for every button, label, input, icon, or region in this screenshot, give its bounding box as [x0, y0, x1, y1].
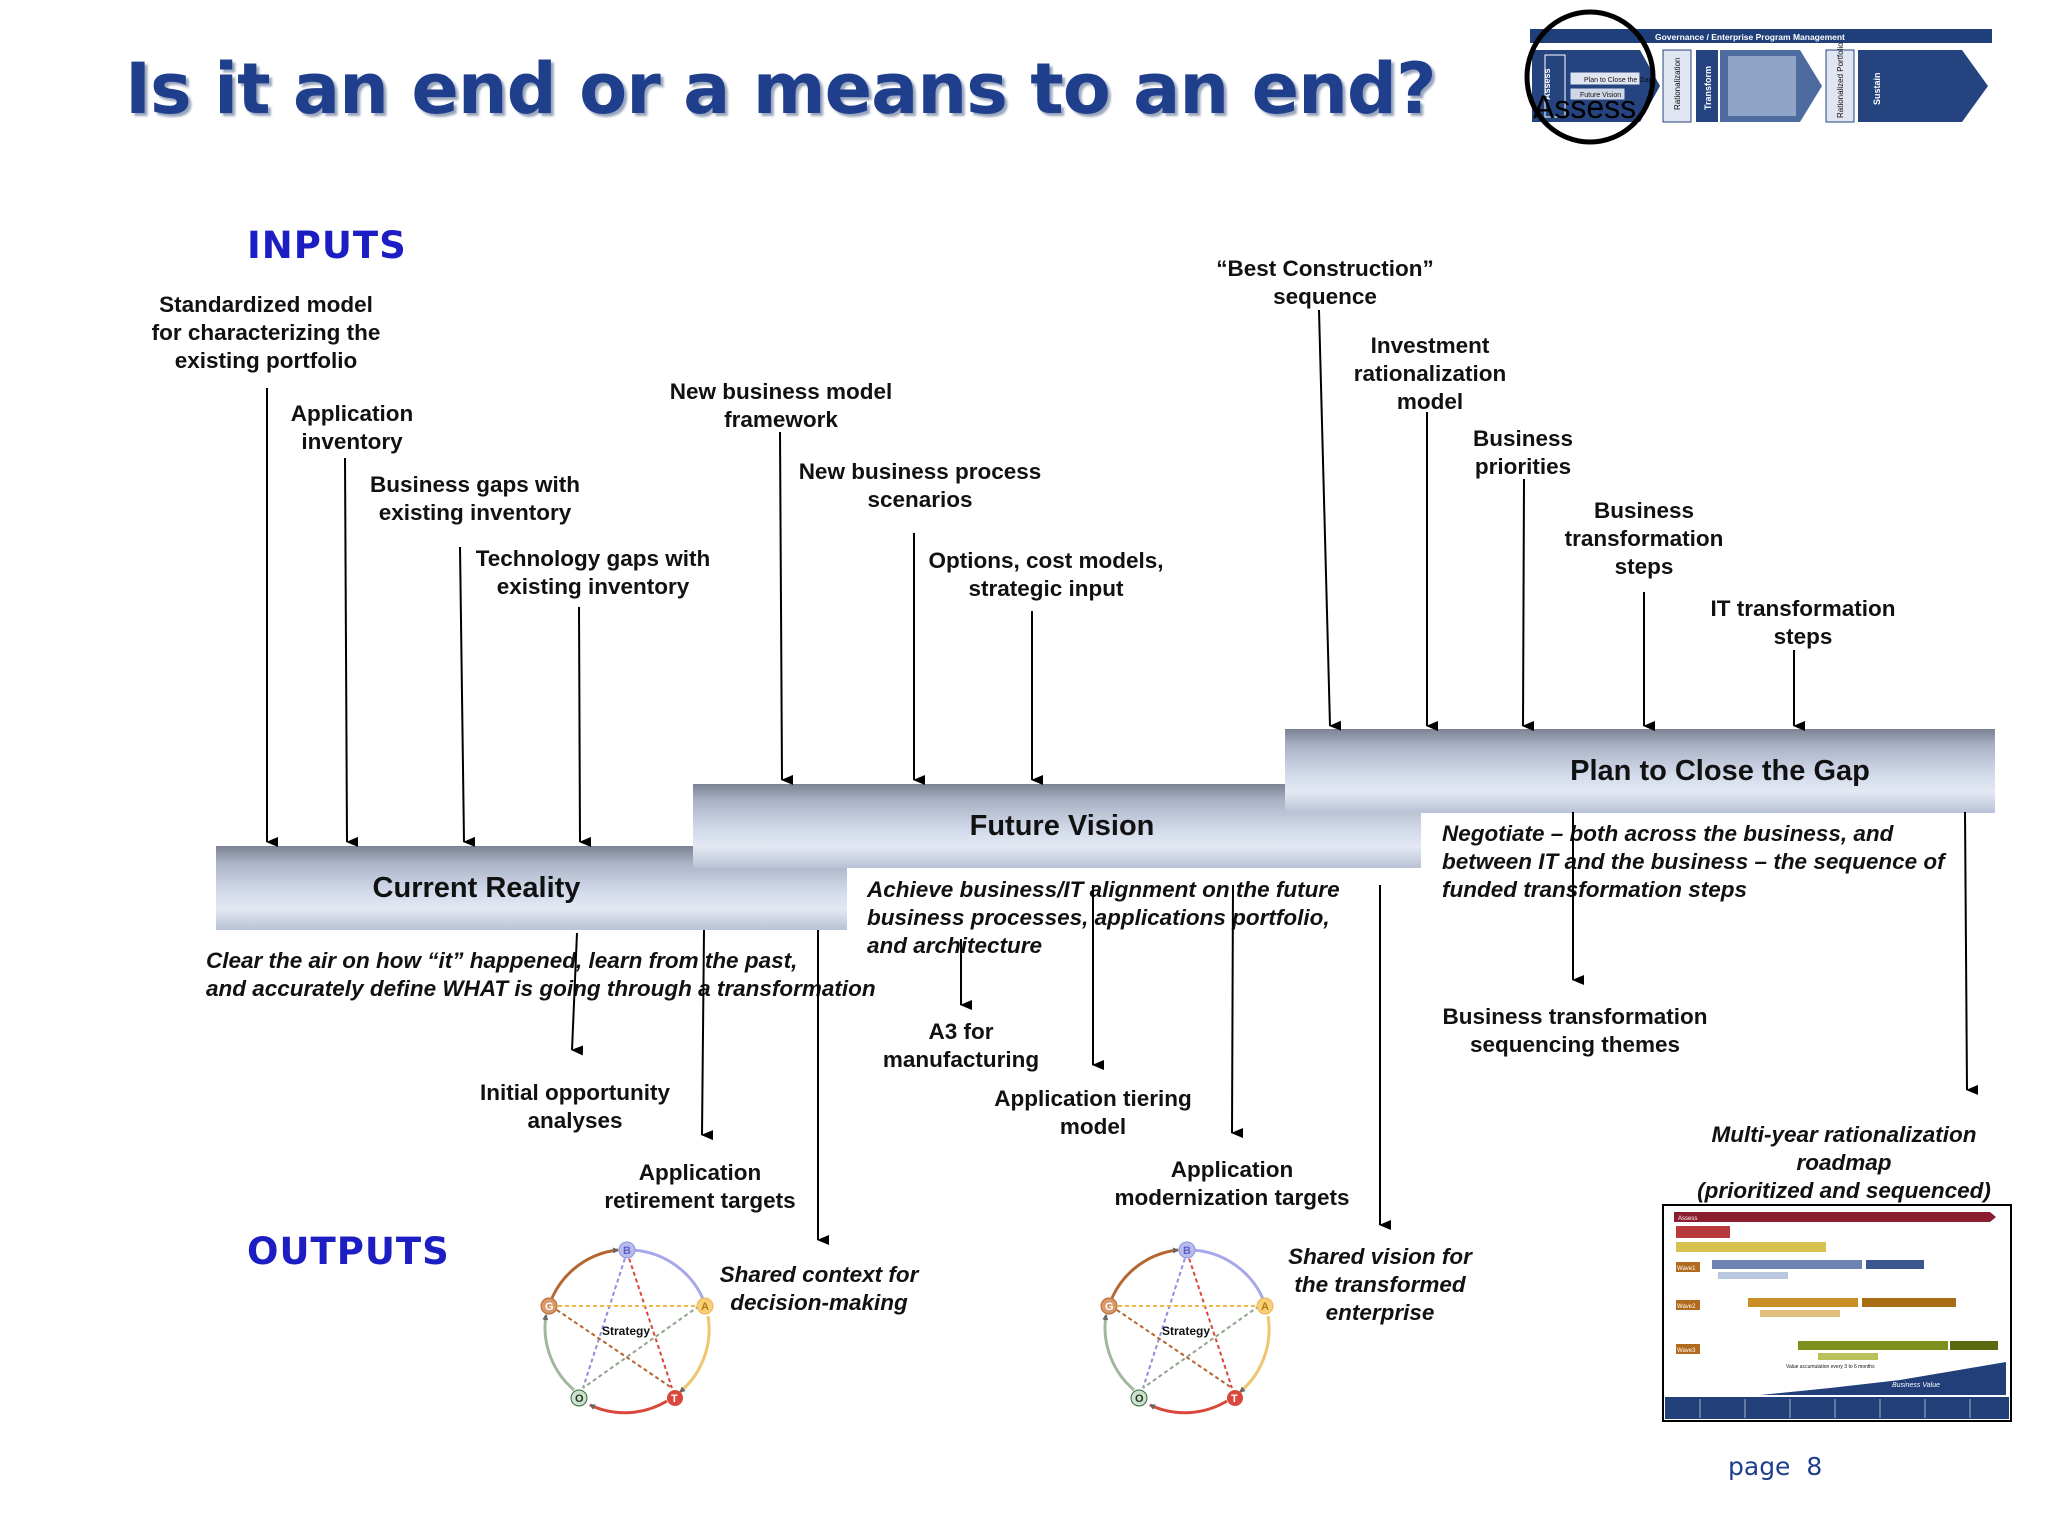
phase-future-vision: Future Vision: [693, 784, 1421, 868]
strategy-diagram-left: B A T O G Strategy: [540, 1241, 714, 1415]
roadmap-row-wave2: Wave2: [1677, 1304, 1696, 1310]
inputs-heading: INPUTS: [247, 224, 407, 267]
arrow-input-best-construction: [1318, 309, 1342, 731]
arrow-input-business-priorities: [1522, 478, 1535, 732]
thumb-label-sustain: Sustain: [1872, 72, 1882, 105]
node-g-left: G: [545, 1301, 554, 1313]
strategy-center-right: Strategy: [1162, 1324, 1210, 1338]
node-g-right: G: [1105, 1301, 1114, 1313]
roadmap-footer: Business Value: [1892, 1382, 1940, 1389]
thumbnail-header-text: Governance / Enterprise Program Manageme…: [1655, 32, 1845, 42]
roadmap-row-assess: Assess: [1678, 1216, 1697, 1222]
thumb-inner-future: Future Vision: [1580, 92, 1621, 99]
description-current-reality: Clear the air on how “it” happened, lear…: [206, 948, 876, 1001]
chevron-transform: [1696, 50, 1718, 122]
arrow-input-app-inventory: [344, 457, 359, 847]
input-options-cost-models: Options, cost models,strategic input: [928, 548, 1164, 601]
description-future-vision: Achieve business/IT alignment on the fut…: [867, 877, 1340, 958]
slide-title: Is it an end or a means to an end?: [125, 48, 1437, 130]
arrow-output-roadmap: [1964, 811, 1979, 1095]
page-number: page 8: [1728, 1452, 1823, 1481]
node-b-right: B: [1183, 1245, 1191, 1257]
node-b-left: B: [623, 1245, 631, 1257]
thumb-label-rationalization: Rationalization: [1673, 58, 1682, 110]
node-t-left: T: [671, 1393, 678, 1405]
node-o-left: O: [575, 1393, 584, 1405]
description-plan: Negotiate – both across the business, an…: [1442, 821, 1945, 902]
chevron-rationalization: [1662, 49, 1692, 123]
roadmap-row-wave1: Wave1: [1677, 1266, 1696, 1272]
phase-plan-label: Plan to Close the Gap: [1570, 754, 1870, 787]
chevron-transform-detail: [1720, 50, 1822, 122]
thumbnail-header-bar: [1530, 29, 1992, 43]
roadmap-row-wave3: Wave3: [1677, 1348, 1696, 1354]
node-o-right: O: [1135, 1393, 1144, 1405]
thumb-label-transform: Transform: [1703, 66, 1713, 110]
phase-future-label: Future Vision: [969, 809, 1155, 842]
thumb-inner-plan: Plan to Close the Gap: [1584, 77, 1653, 84]
roadmap-note: Value accumulation every 3 to 6 months: [1786, 1364, 1875, 1370]
thumb-label-portfolio: Rationalized Portfolio: [1836, 42, 1845, 118]
thumb-label-assess: Assess: [1542, 68, 1552, 100]
highlight-ellipse: [1524, 9, 1656, 145]
input-best-construction: “Best Construction”sequence: [1216, 256, 1434, 309]
outputs-heading: OUTPUTS: [247, 1230, 450, 1273]
phase-current-label: Current Reality: [372, 871, 581, 904]
strategy-diagram-right: B A T O G Strategy: [1100, 1241, 1274, 1415]
node-t-right: T: [1231, 1393, 1238, 1405]
strategy-center-left: Strategy: [602, 1324, 650, 1338]
chevron-sustain: [1858, 50, 1988, 122]
chevron-assess: [1532, 50, 1660, 122]
arrow-input-new-business-model: [779, 431, 794, 785]
chevron-rationalized-portfolio: [1825, 49, 1855, 123]
phase-plan-to-close-gap: Plan to Close the Gap: [1285, 729, 1995, 813]
arrow-input-tech-gaps: [578, 606, 592, 847]
thumb-overlay-text: Assess: [1533, 89, 1636, 125]
